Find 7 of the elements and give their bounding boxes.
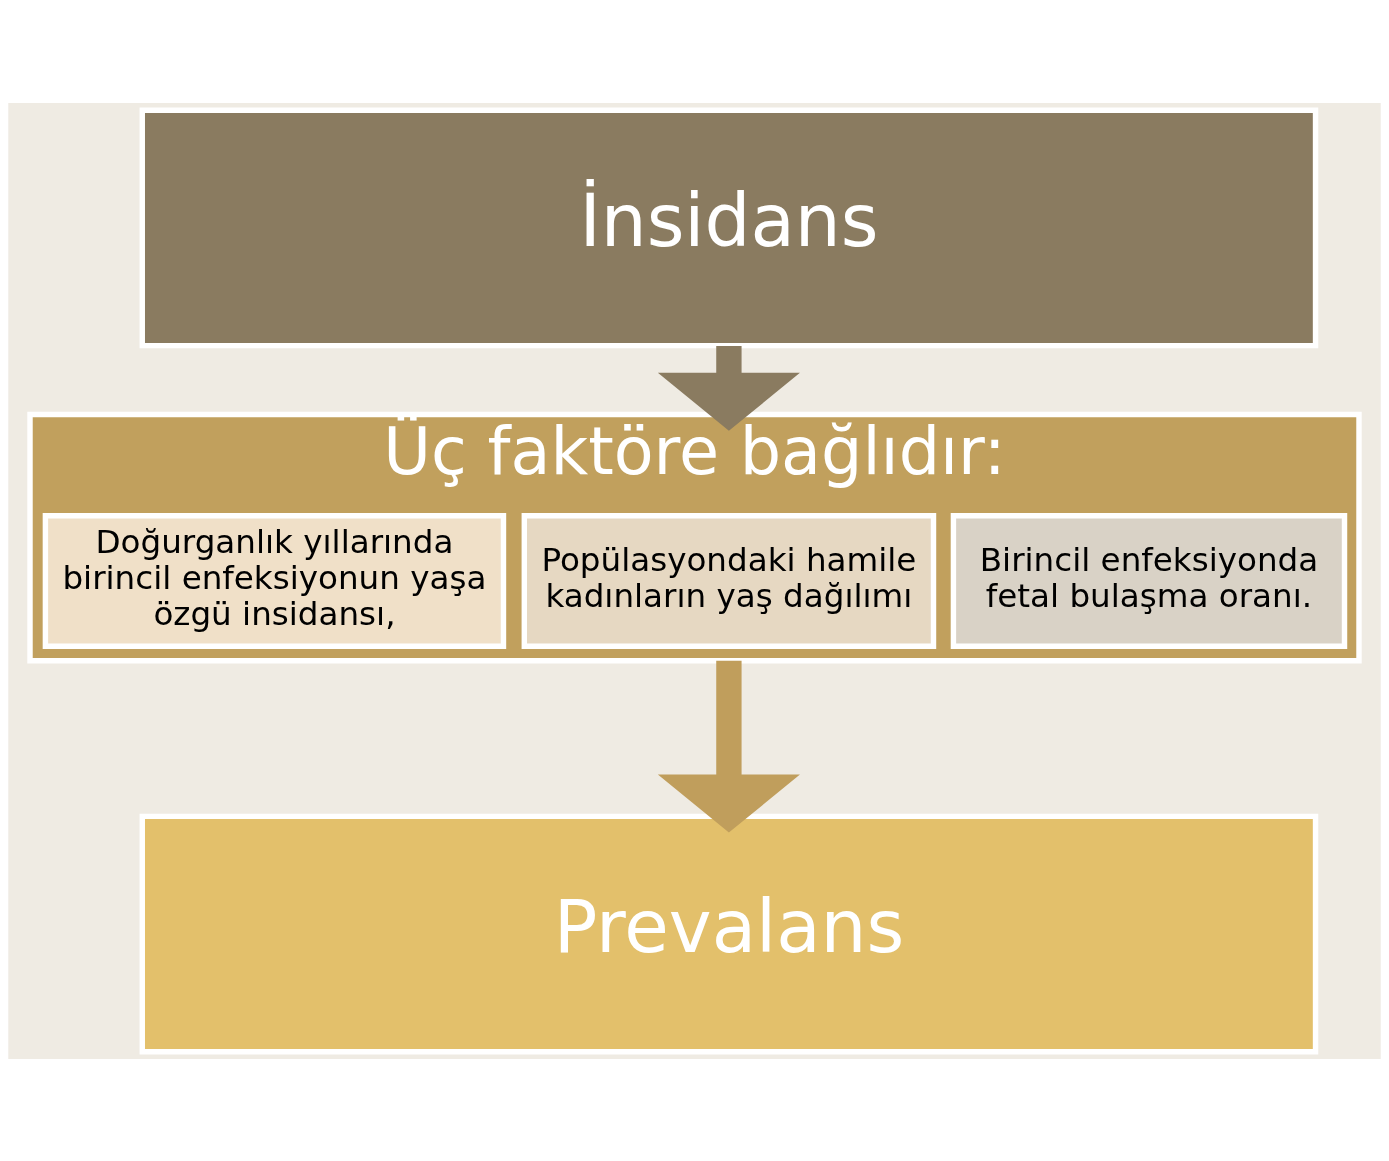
node-box: Popülasyondaki hamile kadınların yaş dağılımı xyxy=(521,512,937,649)
node-box: Doğurganlık yıllarında birincil enfeksiyonun yaşa özgü insidansı, xyxy=(42,512,507,649)
arrow xyxy=(657,660,800,833)
node-box: Birincil enfeksiyonda fetal bulaşma oranı. xyxy=(950,512,1348,649)
arrow xyxy=(657,345,800,431)
node-box: İnsidans xyxy=(139,107,1319,348)
node-box: Prevalans xyxy=(139,813,1319,1054)
